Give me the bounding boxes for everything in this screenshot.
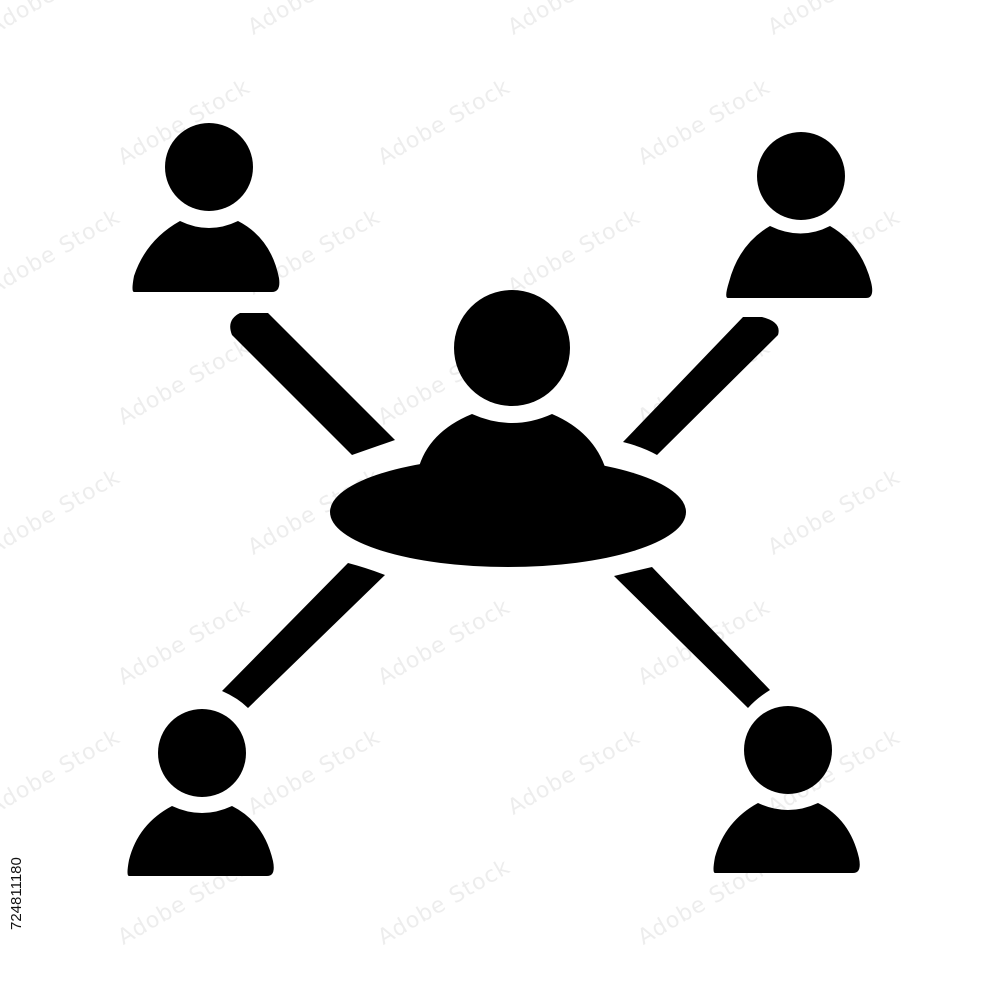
bottom-left-person-icon — [127, 709, 274, 876]
top-left-person-body — [132, 221, 280, 292]
top-right-person-head — [757, 132, 845, 220]
top-right-person-body — [726, 226, 873, 298]
top-left-person-head — [165, 123, 253, 211]
bottom-left-person-head — [158, 709, 246, 797]
bottom-right-person-icon — [713, 706, 860, 873]
connector-top-right — [623, 317, 779, 455]
bottom-right-person-head — [744, 706, 832, 794]
center-person-body — [418, 414, 606, 470]
center-person-head — [454, 290, 570, 406]
connector-lines — [222, 313, 779, 708]
bottom-left-person-body — [127, 806, 274, 876]
top-right-person-icon — [726, 132, 873, 298]
stock-id-label: 724811180 — [8, 857, 25, 930]
center-ring — [330, 457, 686, 567]
network-icon-group — [127, 123, 873, 876]
bottom-right-person-body — [713, 803, 860, 873]
center-person-icon — [330, 290, 686, 567]
top-left-person-icon — [132, 123, 280, 292]
connector-top-left — [230, 313, 395, 455]
connector-bottom-left — [222, 563, 385, 708]
connector-bottom-right — [614, 567, 770, 708]
